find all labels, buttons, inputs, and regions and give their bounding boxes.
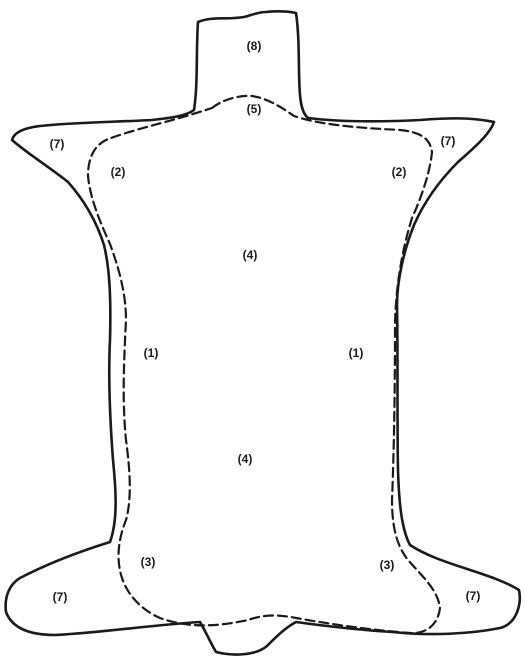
region-label-center-upper: (4) xyxy=(243,248,258,262)
outer-solid-outline xyxy=(6,11,520,654)
region-label-top-right-flap: (7) xyxy=(441,134,456,148)
region-label-lower-right: (3) xyxy=(380,558,395,572)
region-label-mid-left: (1) xyxy=(144,346,159,360)
region-label-bottom-right-flap: (7) xyxy=(466,589,481,603)
region-label-bottom-left-flap: (7) xyxy=(53,590,68,604)
region-label-upper-center: (5) xyxy=(247,102,262,116)
region-label-neck: (8) xyxy=(247,39,262,53)
inner-dashed-outline xyxy=(88,96,440,633)
region-label-top-left-flap: (7) xyxy=(50,137,65,151)
region-label-lower-left: (3) xyxy=(141,555,156,569)
region-label-center-lower: (4) xyxy=(238,452,253,466)
region-label-upper-left: (2) xyxy=(111,165,126,179)
region-label-upper-right: (2) xyxy=(392,165,407,179)
region-label-mid-right: (1) xyxy=(349,346,364,360)
